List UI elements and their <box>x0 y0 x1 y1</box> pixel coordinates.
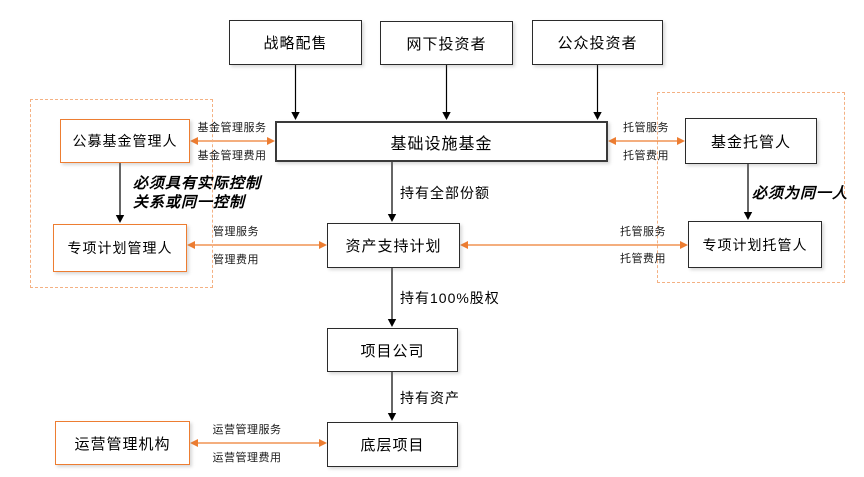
arrow-fund-mgmt-service-fee <box>190 137 275 145</box>
node-strategic-placement: 战略配售 <box>229 20 362 65</box>
label-ops-fee: 运营管理费用 <box>212 452 282 464</box>
note-control-line2: 关系或同一控制 <box>133 194 246 211</box>
label-hold-all-shares: 持有全部份额 <box>400 185 490 201</box>
arrow-abs-plan-to-project-company <box>387 268 397 327</box>
arrow-infra-fund-to-abs-plan <box>387 162 397 222</box>
label-hold-assets: 持有资产 <box>400 390 460 406</box>
label-ops-service: 运营管理服务 <box>212 424 282 436</box>
node-project-company: 项目公司 <box>327 328 458 372</box>
node-offline-investor: 网下投资者 <box>380 21 513 65</box>
label-fund-custody-fee: 托管费用 <box>623 150 669 162</box>
node-underlying-project: 底层项目 <box>327 422 458 467</box>
label-fund-mgmt-service: 基金管理服务 <box>197 122 267 134</box>
note-same-person: 必须为同一人 <box>752 185 849 202</box>
node-fund-custodian: 基金托管人 <box>685 118 817 164</box>
node-public-investor: 公众投资者 <box>532 20 663 65</box>
node-plan-custodian: 专项计划托管人 <box>688 221 822 268</box>
note-control-line1: 必须具有实际控制 <box>133 175 262 192</box>
arrow-ops-service-fee <box>190 439 327 447</box>
arrow-public-to-infra-fund <box>593 65 602 120</box>
node-ops-manager: 运营管理机构 <box>55 421 190 465</box>
arrow-plan-mgmt-service-fee <box>187 241 327 249</box>
label-fund-custody-service: 托管服务 <box>623 122 669 134</box>
label-plan-custody-fee: 托管费用 <box>620 253 666 265</box>
arrow-fund-custody-service-fee <box>608 137 685 145</box>
arrow-fund-manager-to-plan-manager <box>115 163 125 223</box>
node-abs-plan: 资产支持计划 <box>327 223 460 268</box>
arrow-project-company-to-underlying <box>387 372 397 421</box>
manager-group-outline <box>30 99 213 288</box>
note-control-relationship: 必须具有实际控制 关系或同一控制 <box>133 174 261 212</box>
node-public-fund-manager: 公募基金管理人 <box>60 119 190 163</box>
label-fund-mgmt-fee: 基金管理费用 <box>197 150 267 162</box>
arrow-fund-custodian-to-plan-custodian <box>743 164 753 220</box>
label-plan-custody-service: 托管服务 <box>620 226 666 238</box>
label-plan-mgmt-fee: 管理费用 <box>213 254 259 266</box>
label-plan-mgmt-service: 管理服务 <box>213 226 259 238</box>
node-plan-manager: 专项计划管理人 <box>53 224 187 272</box>
arrow-strategic-to-infra-fund <box>291 65 300 120</box>
node-infra-fund: 基础设施基金 <box>275 121 608 162</box>
arrow-offline-to-infra-fund <box>442 65 451 120</box>
label-hold-100-equity: 持有100%股权 <box>400 290 500 306</box>
arrow-plan-custody-service-fee <box>460 241 688 249</box>
custodian-group-outline <box>657 92 845 283</box>
